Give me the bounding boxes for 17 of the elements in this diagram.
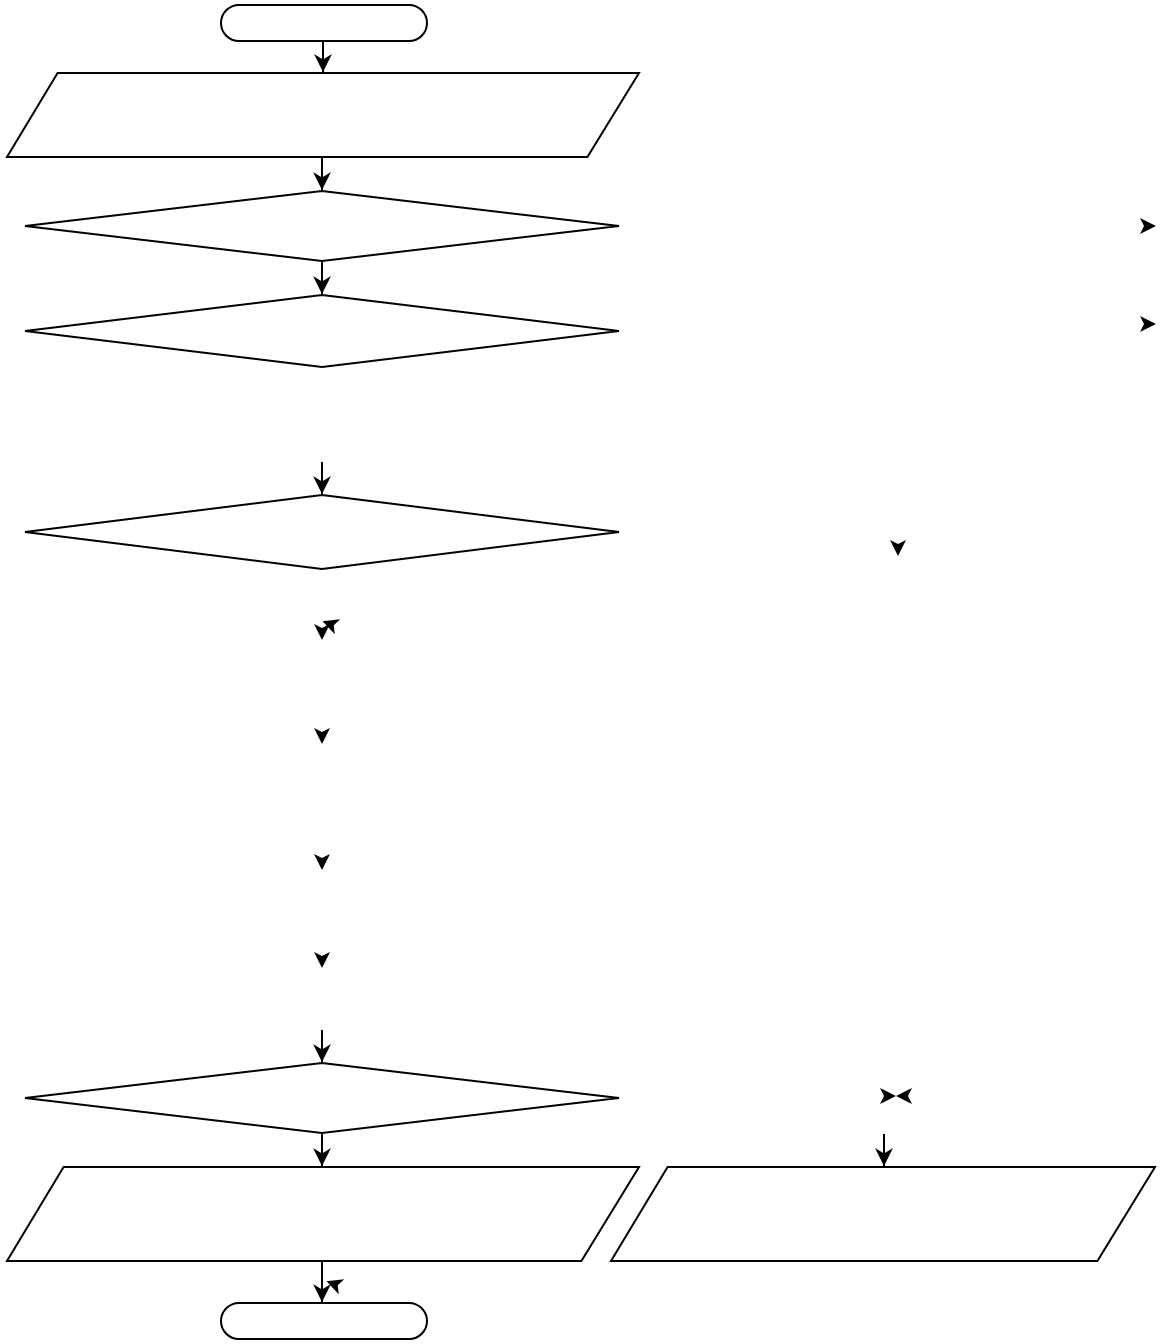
arrow [875, 1133, 893, 1167]
arrow [313, 1261, 331, 1303]
decision-diamond [24, 190, 620, 262]
terminal-shape [220, 4, 428, 42]
arrow [313, 261, 331, 295]
arrow [313, 461, 331, 495]
terminal-shape [220, 1302, 428, 1340]
decision-diamond [24, 1062, 620, 1134]
arrow [313, 1029, 331, 1063]
decision-diamond [24, 294, 620, 368]
arrow [313, 1133, 331, 1167]
arrow [313, 157, 331, 191]
input-output-shape [6, 1166, 640, 1262]
input-output-shape [6, 72, 640, 158]
arrow [314, 41, 332, 73]
decision-diamond [24, 494, 620, 570]
input-output-shape [610, 1166, 1156, 1262]
